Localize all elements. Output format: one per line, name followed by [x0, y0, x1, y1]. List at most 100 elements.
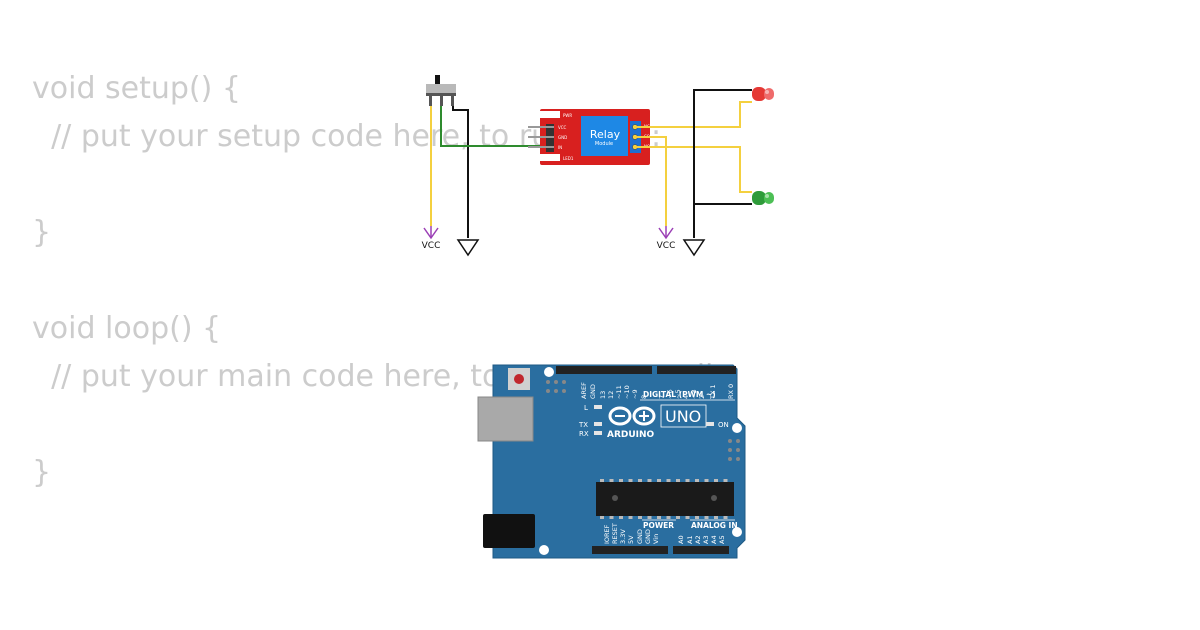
relay-terminal-nc[interactable]: [632, 124, 638, 130]
relay-module[interactable]: PWR VCC GND IN LED1 Relay Module NC COM …: [528, 109, 654, 165]
reset-button-cap[interactable]: [514, 374, 524, 384]
power-pin-label: GND: [644, 529, 652, 544]
led-green[interactable]: [752, 191, 774, 205]
chip-pin: [704, 479, 709, 482]
chip-pin: [638, 479, 642, 482]
mount-hole-3: [732, 527, 742, 537]
relay-terminal-com[interactable]: [632, 134, 638, 140]
code-line-9: }: [32, 455, 52, 490]
uno-badge: [660, 404, 707, 428]
power-header[interactable]: [592, 546, 668, 554]
onboard-led-l: [594, 405, 602, 409]
vcc-symbol-right: VCC: [657, 226, 676, 251]
led-red[interactable]: [752, 87, 774, 101]
switch-body: [426, 84, 456, 93]
relay-terminal-no[interactable]: [632, 144, 638, 150]
chip-pin: [723, 479, 728, 482]
code-line-4: }: [32, 215, 52, 250]
vcc-symbol-left: VCC: [422, 226, 440, 251]
digital-pin-label: 4: [682, 395, 690, 399]
wire-red-led-gnd[interactable]: [693, 89, 752, 238]
relay-block: [581, 116, 628, 156]
wire-relay-no-green-led[interactable]: [637, 146, 752, 193]
slide-switch[interactable]: [426, 75, 456, 106]
mount-hole-1: [544, 367, 554, 377]
led-on-label: ON: [718, 421, 729, 429]
relay-led-pwr: [540, 111, 560, 118]
digital-pin-label: TX 1: [709, 384, 717, 400]
digital-pin-label: 7: [658, 395, 666, 399]
switch-pin-2: [440, 96, 443, 106]
onboard-led-on: [706, 422, 714, 426]
wire-relay-com-vcc[interactable]: [637, 136, 667, 226]
wire-switch-gnd[interactable]: [452, 106, 469, 238]
digital-pin-label: ~9: [631, 389, 639, 399]
power-pin-label: 5V: [627, 535, 635, 544]
analog-header[interactable]: [673, 546, 729, 554]
chip-pin: [647, 479, 652, 482]
power-pin-label: Vin: [652, 534, 660, 544]
mount-hole-2: [732, 423, 742, 433]
relay-pin-label-led1: LED1: [563, 156, 574, 161]
switch-pin-1: [429, 96, 432, 106]
wire-switch-relay-in[interactable]: [440, 106, 548, 147]
chip-pin: [628, 516, 633, 519]
led-red-highlight: [765, 90, 769, 94]
relay-pin-label-pwr: PWR: [563, 113, 572, 118]
digital-pin-label: ~3: [690, 389, 698, 399]
digital-header-1[interactable]: [556, 366, 652, 374]
chip-pin: [704, 516, 709, 519]
digital-header-2[interactable]: [657, 366, 736, 374]
wire-relay-nc-red-led[interactable]: [637, 101, 752, 128]
code-line-1: void setup() {: [32, 71, 241, 106]
power-jack: [483, 514, 535, 548]
digital-pin-label: 2: [698, 395, 706, 399]
chip-pin: [609, 516, 614, 519]
mount-hole-4: [539, 545, 549, 555]
chip-pin: [600, 516, 604, 519]
icsp-header-right: [728, 439, 740, 461]
power-pin-label: IOREF: [603, 524, 611, 544]
led-l-label: L: [584, 404, 588, 412]
digital-pin-label: 13: [599, 391, 607, 399]
digital-pin-label: 8: [640, 395, 648, 399]
switch-pin-3: [451, 96, 454, 106]
chip-pin: [695, 479, 699, 482]
chip-pin: [666, 516, 671, 519]
chip-pin: [676, 516, 680, 519]
chip-pin: [685, 516, 690, 519]
led-green-dome: [764, 192, 774, 204]
chip-pin: [714, 516, 718, 519]
digital-pin-label: RX 0: [727, 384, 735, 399]
relay-pin-label-in: IN: [558, 145, 562, 150]
chip-pin: [619, 516, 623, 519]
chip-pin: [647, 516, 652, 519]
digital-pin-label: ~6: [666, 389, 674, 399]
relay-pin-label-gnd: GND: [558, 135, 567, 140]
arduino-logo-icon: [608, 406, 656, 426]
chip-dot-left: [612, 495, 618, 501]
digital-pin-label: 12: [607, 391, 615, 399]
arduino-model: UNO: [665, 407, 701, 426]
chip-pin: [619, 479, 623, 482]
led-rx-label: RX: [579, 430, 589, 438]
chip-pin: [676, 479, 680, 482]
digital-label: DIGITAL (PWM ~): [643, 390, 716, 399]
chip-pin: [638, 516, 642, 519]
chip-pin: [685, 479, 690, 482]
digital-pin-label: AREF: [580, 382, 588, 399]
onboard-led-tx: [594, 422, 602, 426]
vcc-label-right: VCC: [657, 241, 676, 251]
power-pin-label: RESET: [611, 523, 619, 544]
switch-handle[interactable]: [435, 75, 440, 84]
switch-base: [426, 93, 456, 96]
onboard-led-rx: [594, 431, 602, 435]
chip-dot-right: [711, 495, 717, 501]
analog-label: ANALOG IN: [691, 521, 738, 530]
chip-pin: [723, 516, 728, 519]
power-label: POWER: [643, 521, 674, 530]
led-red-dome: [764, 88, 774, 100]
chip-pin: [657, 516, 661, 519]
